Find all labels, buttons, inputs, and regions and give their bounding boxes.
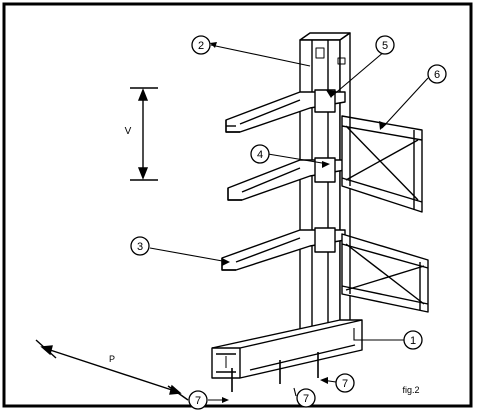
callout-7-middle: 7: [296, 388, 316, 408]
dimension-v: [130, 87, 158, 181]
leader-lines: [149, 44, 429, 401]
callout-6: 6: [427, 64, 447, 84]
dimension-p: [35, 339, 189, 401]
callout-7-middle-label: 7: [303, 393, 309, 405]
callout-3-label: 3: [137, 241, 143, 253]
callout-7-right: 7: [335, 373, 355, 393]
callout-1-label: 1: [410, 335, 416, 347]
rack-arm-bottom: [221, 227, 346, 271]
callout-7-left-label: 7: [195, 395, 201, 407]
anchor-bolts: [231, 352, 319, 392]
figure-frame: [2, 2, 473, 408]
callout-6-label: 6: [434, 69, 440, 81]
callout-2-label: 2: [198, 40, 204, 52]
callout-4: 4: [250, 144, 270, 164]
bracing-lower: [341, 233, 429, 313]
callout-7-right-label: 7: [342, 378, 348, 390]
callout-4-label: 4: [257, 149, 263, 161]
rack-base: [211, 319, 363, 379]
callout-1: 1: [403, 330, 423, 350]
callout-5: 5: [375, 35, 395, 55]
dimension-p-label: P: [109, 354, 115, 364]
leader-arrowheads: [210, 42, 387, 403]
rack-drawing: [211, 32, 429, 392]
callout-2: 2: [191, 35, 211, 55]
callout-7-left: 7: [188, 390, 208, 410]
dimension-v-label: V: [125, 126, 132, 137]
bracing-upper: [341, 115, 423, 213]
figure-caption: fig.2: [402, 385, 419, 395]
callout-5-label: 5: [382, 40, 388, 52]
callout-3: 3: [130, 236, 150, 256]
